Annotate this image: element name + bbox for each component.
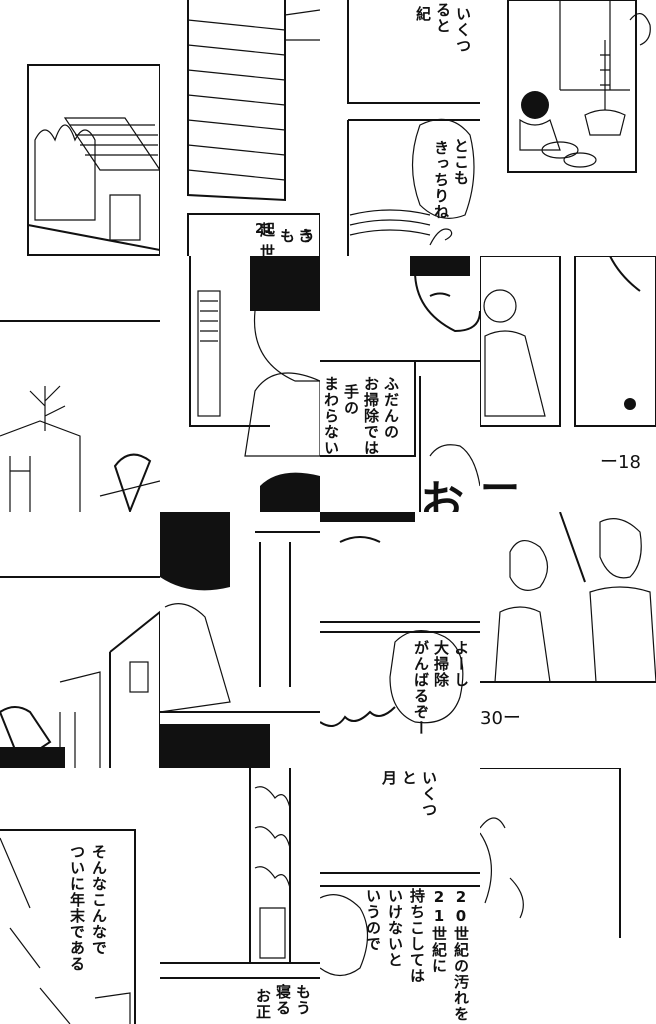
speech-text: とこも — [452, 138, 470, 186]
speech-text: 起 — [258, 222, 276, 238]
tile-boy-back — [160, 256, 320, 512]
tile-kitchen — [480, 0, 656, 256]
speech-text: きっちりね — [432, 140, 450, 220]
speech-text: もう — [294, 984, 312, 1016]
mother-illustration — [320, 256, 480, 512]
boy-back-illustration — [189, 256, 320, 512]
tile-boy-profile — [160, 512, 320, 768]
speech-text: 20世紀の汚れを — [452, 888, 470, 1022]
speech-text: 持ちこしては — [408, 888, 426, 984]
tile-bare-tree-house — [0, 256, 160, 512]
tile-father-bubble: よーし 大掃除 がんばるぞー — [320, 512, 480, 768]
speech-text: いけないと — [386, 888, 404, 968]
tile-houses-street — [0, 512, 160, 768]
tile-couple-cheer: 30ー — [480, 512, 656, 768]
speech-text: いうので — [364, 888, 382, 952]
speech-text: 世 — [258, 244, 276, 256]
tile-shutter: う きも 世 起 21 — [160, 0, 320, 256]
tile-mother-smile: ふだんの お掃除では 手の まわらない お — [320, 256, 480, 512]
tile-20th-century: いくつ と 月 20世紀の汚れを 21世紀に 持ちこしては いけないと いうので — [320, 768, 480, 1024]
speech-text: ふだんの — [382, 376, 400, 440]
couple-illustration — [480, 512, 656, 683]
house-illustration — [27, 64, 160, 256]
tile-grandma-cleaning: ー18 ー — [480, 256, 656, 512]
speech-text: きも — [278, 228, 314, 244]
narration-text: そんなこんなで — [90, 844, 108, 956]
boy-profile-illustration — [160, 512, 320, 768]
speech-text: よーし — [452, 640, 470, 688]
shutter-illustration — [187, 0, 320, 256]
grandma-illustration — [480, 256, 656, 427]
speech-text: いくつ — [454, 6, 472, 54]
speech-text: 21 — [255, 222, 274, 237]
speech-text: まわらない — [322, 376, 340, 456]
figure-illustration — [480, 768, 621, 938]
hedge-illustration — [160, 768, 320, 979]
tile-speech-top: いくつ ると 紀 とこも きっちりね — [320, 0, 480, 256]
tree-house-illustration — [0, 320, 160, 512]
page-number: ー18 — [600, 452, 641, 473]
speech-text: 大掃除 — [432, 640, 450, 688]
speech-text: 寝る — [274, 984, 292, 1016]
tile-figure-arm — [480, 768, 656, 1024]
speech-text: ると — [434, 2, 452, 34]
tile-year-end: そんなこんなで ついに年末である — [0, 768, 160, 1024]
speech-text: いくつ — [420, 770, 438, 818]
speech-text: う — [298, 228, 316, 244]
tile-hedge: もう 寝る お正 — [160, 768, 320, 1024]
tile-house-roof — [0, 0, 160, 256]
panel-frames — [347, 0, 480, 256]
speech-text: がんばるぞー — [412, 640, 430, 736]
page-number: 30ー — [480, 708, 521, 729]
narration-text: ついに年末である — [68, 844, 86, 972]
father-illustration — [320, 512, 480, 727]
sound-effect-text: お — [420, 477, 464, 512]
kitchen-illustration — [507, 0, 651, 173]
speech-text: 21世紀に — [430, 888, 448, 974]
bubble-frames — [320, 872, 480, 977]
speech-text: と — [400, 770, 418, 786]
street-illustration — [0, 576, 160, 768]
speech-text: 紀 — [414, 6, 432, 22]
speech-text: お掃除では — [362, 376, 380, 456]
sound-effect-text: ー — [480, 466, 520, 512]
speech-text: 手の — [342, 384, 360, 416]
speech-text: お正 — [254, 988, 272, 1020]
speech-text: 月 — [380, 770, 398, 786]
year-end-frame — [0, 829, 136, 1024]
